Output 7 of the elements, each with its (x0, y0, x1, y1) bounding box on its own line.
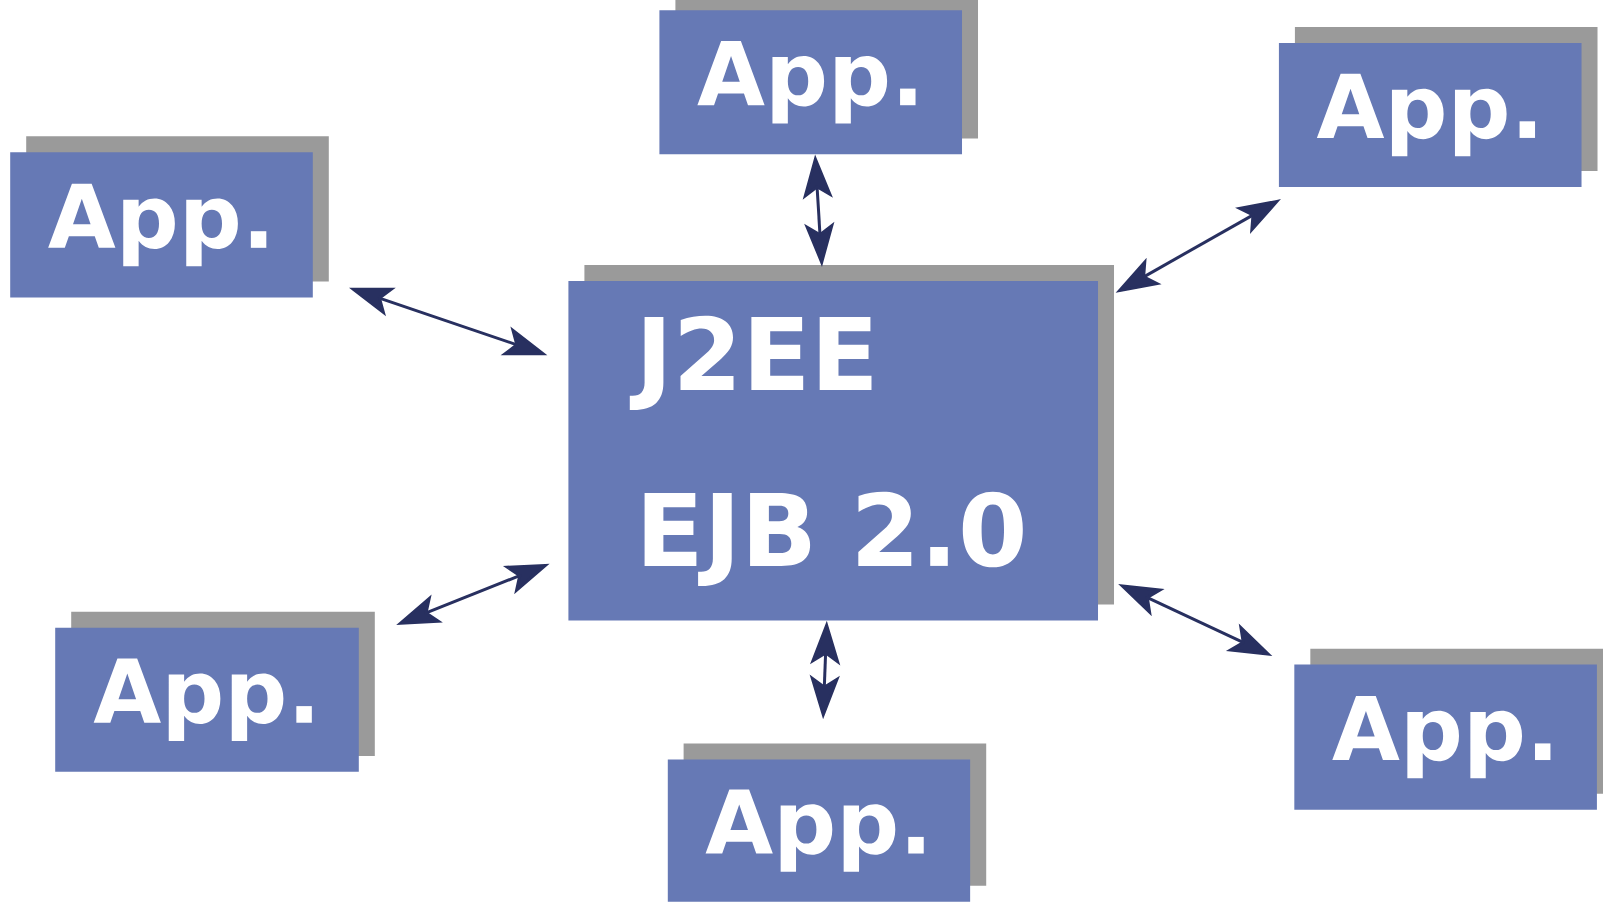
app-box: App. (55, 611, 375, 772)
app-box: App. (667, 743, 987, 902)
app-box: App. (1294, 648, 1603, 810)
app-box: App. (659, 0, 978, 155)
app-box: App. (1278, 26, 1598, 188)
server-box: J2EE EJB 2.0 (568, 265, 1114, 621)
app-box: App. (10, 136, 329, 298)
